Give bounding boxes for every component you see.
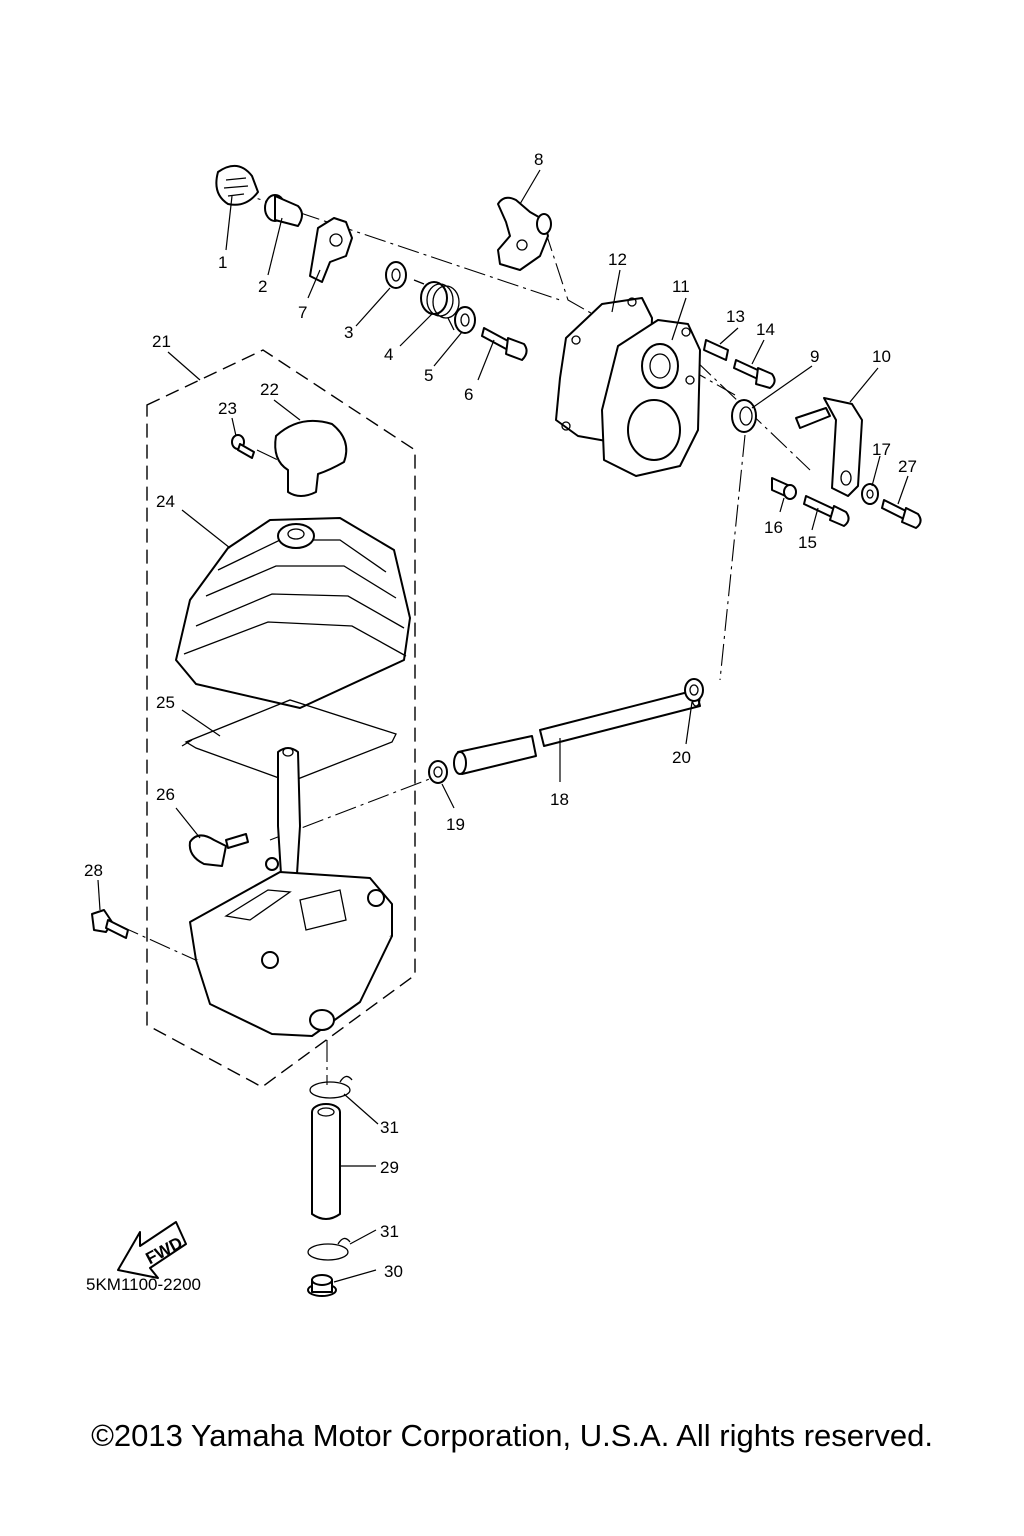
label-part-17: 17 — [872, 440, 891, 459]
part-15-bolt — [803, 495, 850, 527]
label-part-29: 29 — [380, 1158, 399, 1177]
label-part-25: 25 — [156, 693, 175, 712]
label-part-31-lower: 31 — [380, 1222, 399, 1241]
label-part-5: 5 — [424, 366, 433, 385]
label-part-19: 19 — [446, 815, 465, 834]
part-18-shift-rod — [453, 689, 701, 775]
part-8-shift-cam — [497, 196, 552, 271]
label-part-26: 26 — [156, 785, 175, 804]
shift-gate-housing — [189, 857, 393, 1037]
label-part-24: 24 — [156, 492, 175, 511]
part-1-cam — [215, 165, 259, 206]
label-part-8: 8 — [534, 150, 543, 169]
part-2-collar — [264, 194, 303, 227]
part-31-circlip-upper — [309, 1075, 353, 1099]
label-part-21: 21 — [152, 332, 171, 351]
label-part-27: 27 — [898, 457, 917, 476]
part-26-ball-joint — [188, 833, 249, 867]
label-part-9: 9 — [810, 347, 819, 366]
part-6-bolt — [481, 327, 528, 361]
part-20-nut — [684, 678, 704, 702]
part-23-screw — [231, 434, 255, 459]
part-29-tube — [311, 1103, 341, 1220]
assembly-21-boundary — [146, 349, 416, 1088]
part-7-segment-gear — [309, 217, 353, 283]
part-3-washer — [385, 261, 407, 289]
part-10-shift-arm — [795, 397, 863, 497]
label-part-23: 23 — [218, 399, 237, 418]
label-part-13: 13 — [726, 307, 745, 326]
part-11-cover — [601, 319, 701, 477]
shift-lever-rod — [277, 747, 301, 891]
part-5-washer — [454, 306, 476, 334]
label-part-2: 2 — [258, 277, 267, 296]
part-25-gasket — [181, 699, 397, 783]
label-part-11: 11 — [672, 277, 690, 296]
label-part-20: 20 — [672, 748, 691, 767]
label-part-4: 4 — [384, 345, 393, 364]
part-30-bushing — [307, 1274, 337, 1297]
part-13-dowel-pin — [703, 339, 729, 361]
part-4-spring — [413, 279, 460, 331]
label-part-6: 6 — [464, 385, 473, 404]
label-part-15: 15 — [798, 533, 817, 552]
label-part-18: 18 — [550, 790, 569, 809]
part-19-nut — [428, 760, 448, 784]
label-part-7: 7 — [298, 303, 307, 322]
part-16-collar — [771, 477, 797, 500]
part-17-washer — [861, 483, 879, 505]
label-part-16: 16 — [764, 518, 783, 537]
label-part-10: 10 — [872, 347, 891, 366]
label-part-3: 3 — [344, 323, 353, 342]
fwd-arrow-icon: FWD — [117, 1221, 187, 1279]
part-31-circlip-lower — [307, 1237, 351, 1261]
label-part-14: 14 — [756, 320, 775, 339]
part-9-oil-seal — [731, 399, 757, 433]
part-27-bolt — [881, 499, 922, 529]
label-part-22: 22 — [260, 380, 279, 399]
label-part-12: 12 — [608, 250, 627, 269]
label-part-31-upper: 31 — [380, 1118, 399, 1137]
label-part-30: 30 — [384, 1262, 403, 1281]
part-14-bolt — [733, 359, 776, 389]
copyright-notice: ©2013 Yamaha Motor Corporation, U.S.A. A… — [91, 1418, 933, 1453]
label-part-28: 28 — [84, 861, 103, 880]
part-22-shift-knob — [274, 420, 348, 497]
diagram-code: 5KM1100-2200 — [86, 1275, 201, 1294]
part-28-bolt — [91, 909, 129, 939]
label-part-1: 1 — [218, 253, 227, 272]
part-24-boot — [175, 517, 411, 709]
